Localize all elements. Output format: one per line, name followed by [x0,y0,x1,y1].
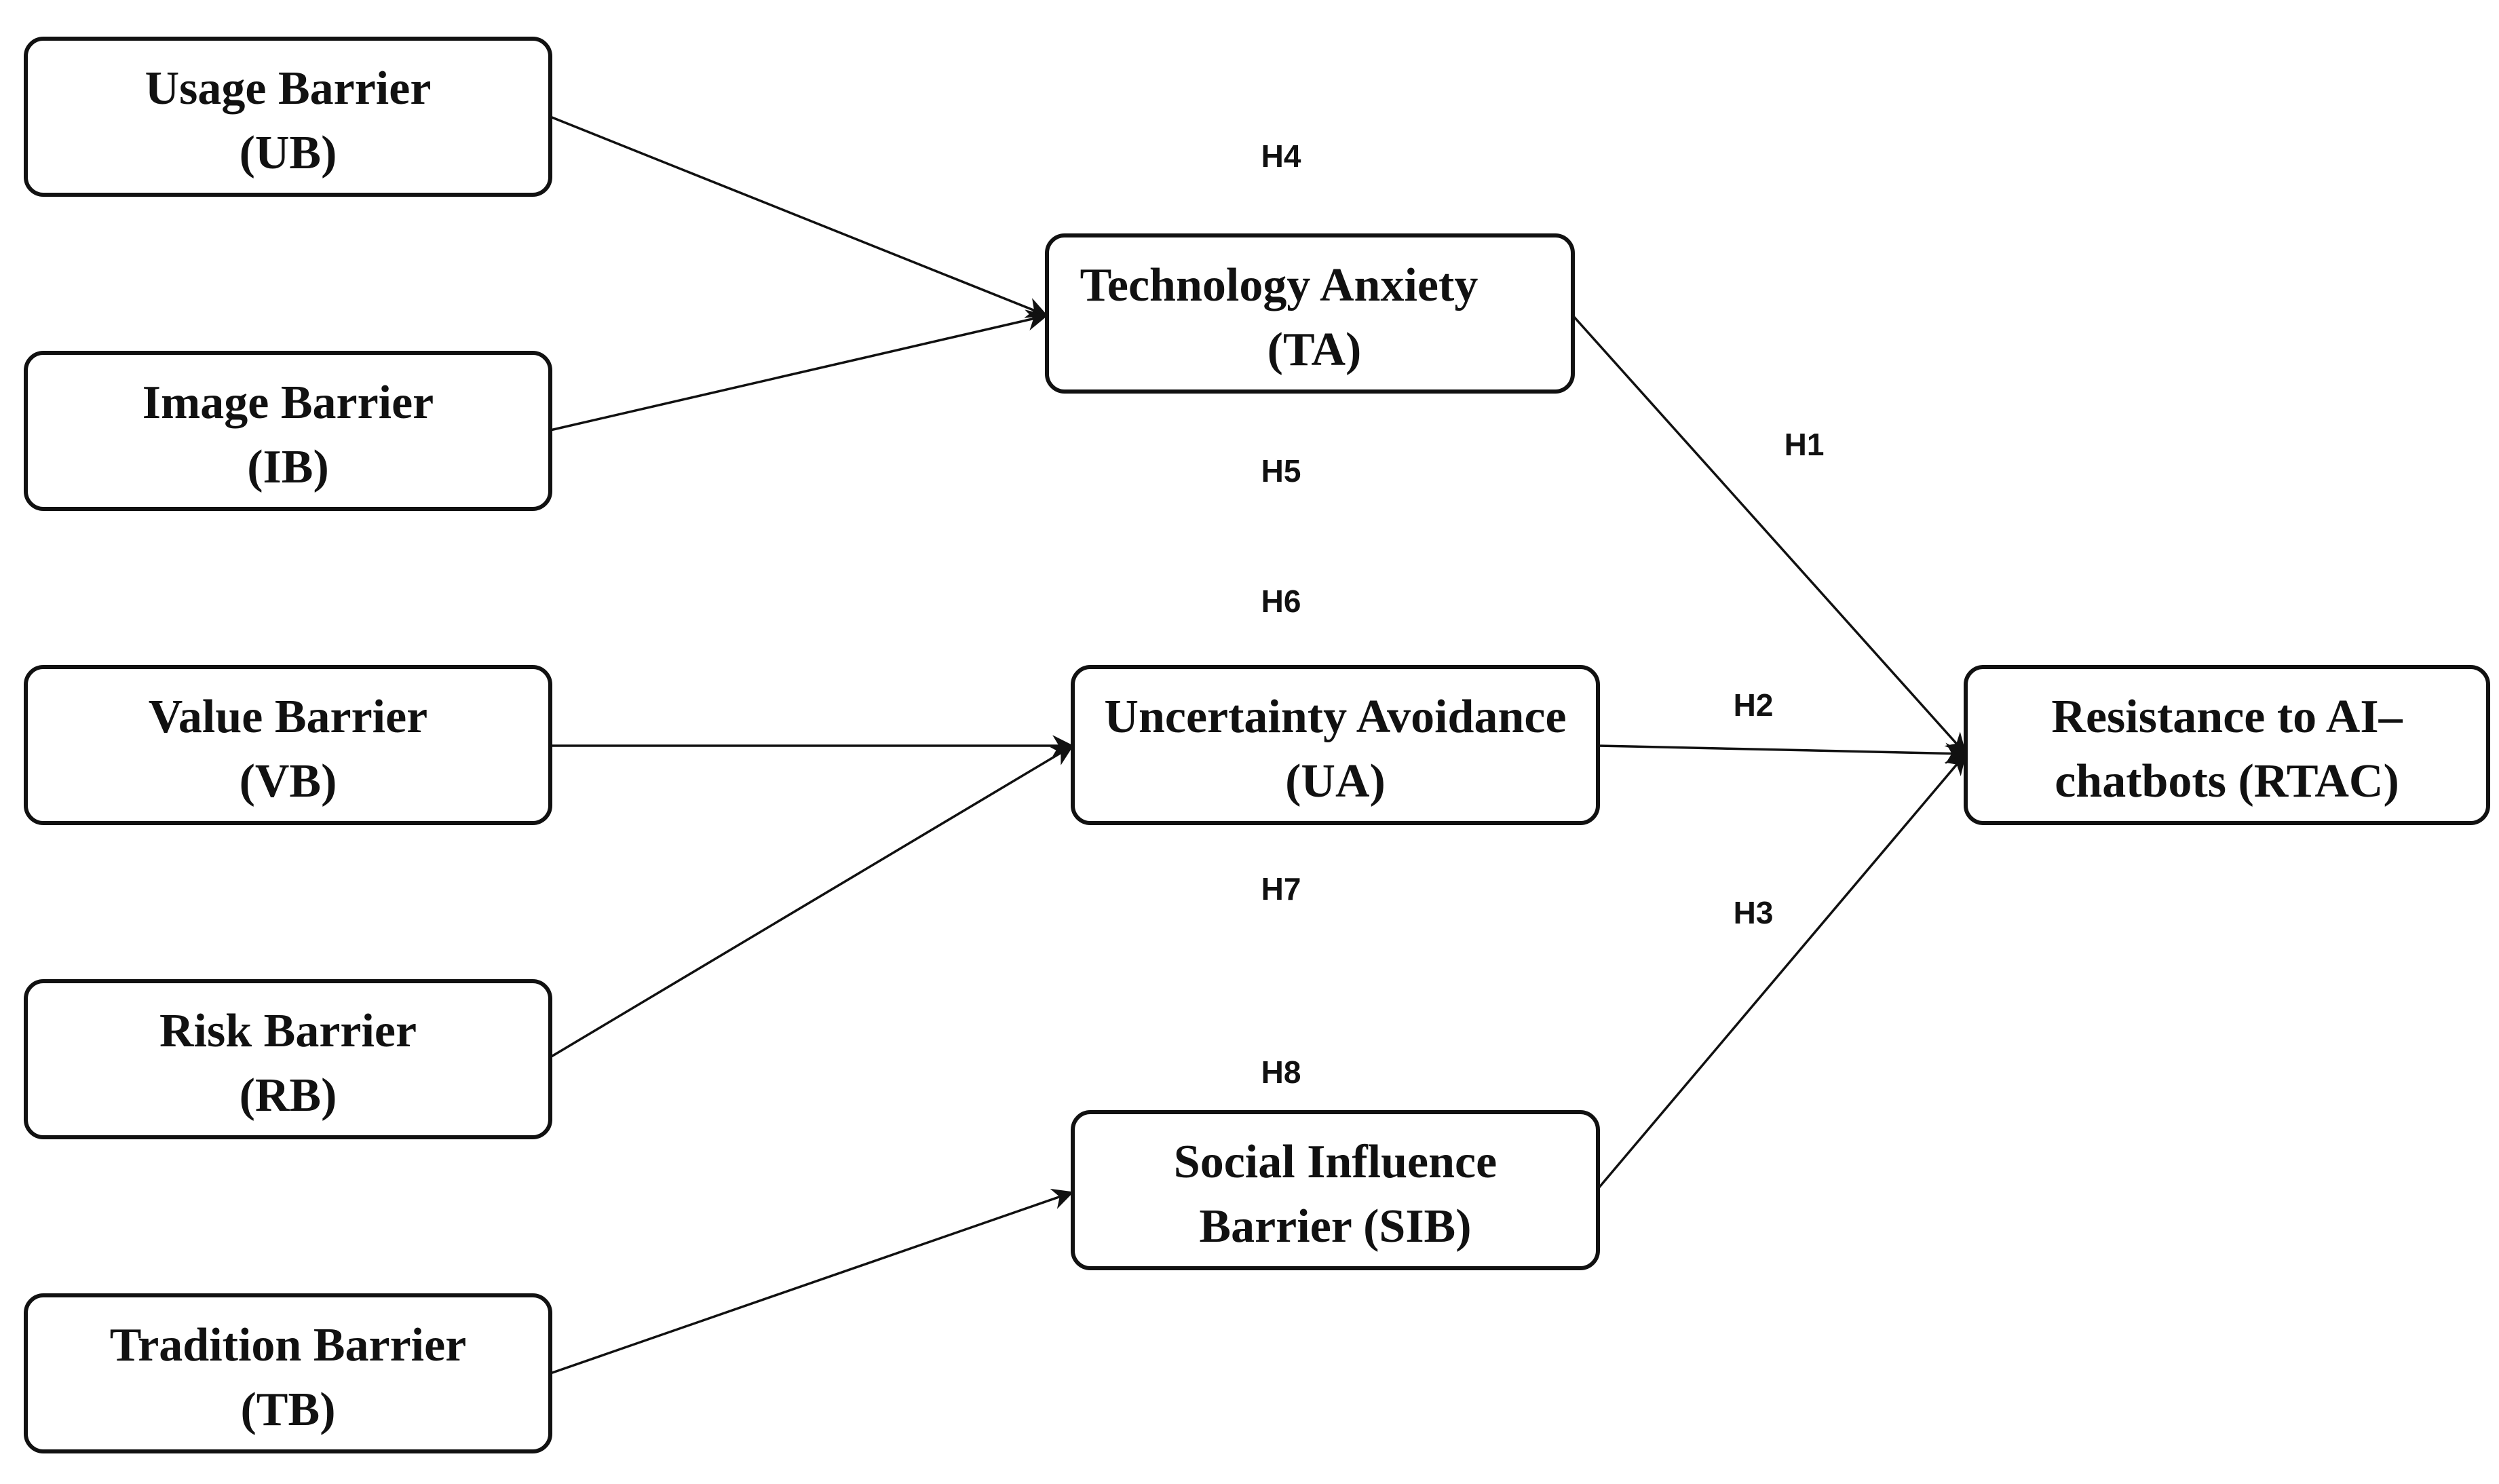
node-uncertainty-avoidance-line1: Uncertainty Avoidance [1104,691,1566,743]
edge-sib-rtac [1597,753,1967,1190]
node-tradition-barrier: Tradition Barrier (TB) [24,1293,552,1453]
hypothesis-label-h6: H6 [1261,584,1301,619]
node-tradition-barrier-line1: Tradition Barrier [110,1319,467,1371]
node-usage-barrier-line2: (UB) [240,127,337,179]
node-resistance-line2: chatbots (RTAC) [2055,755,2399,807]
node-value-barrier-line2: (VB) [240,755,337,807]
node-social-influence-barrier-line2: Barrier (SIB) [1199,1200,1471,1253]
edge-tb-sib [550,1188,1074,1375]
edge-ua-rtac [1597,742,1967,765]
hypothesis-label-h1: H1 [1785,427,1825,462]
node-resistance-line1: Resistance to AI– [2051,691,2403,743]
edge-ib-ta [550,309,1048,432]
hypothesis-label-h2: H2 [1734,687,1774,723]
node-image-barrier-line1: Image Barrier [142,377,434,429]
edge-ta-rtac [1571,314,1967,755]
node-usage-barrier: Usage Barrier (UB) [24,37,552,197]
node-technology-anxiety-line2: (TA) [1267,324,1362,376]
edges [550,115,1967,1375]
node-resistance-to-ai-chatbots: Resistance to AI– chatbots (RTAC) [1964,665,2490,825]
node-image-barrier-line2: (IB) [247,441,329,493]
node-uncertainty-avoidance: Uncertainty Avoidance (UA) [1071,665,1600,825]
hypothesis-labels: H4 H5 H6 H7 H8 H1 H2 H3 [1261,138,1825,1090]
node-image-barrier: Image Barrier (IB) [24,351,552,511]
node-risk-barrier: Risk Barrier (RB) [24,979,552,1139]
node-technology-anxiety: Technology Anxiety (TA) [1045,233,1575,394]
hypothesis-label-h8: H8 [1261,1054,1301,1090]
node-usage-barrier-line1: Usage Barrier [145,62,432,115]
node-value-barrier: Value Barrier (VB) [24,665,552,825]
hypothesis-label-h4: H4 [1261,138,1301,174]
node-social-influence-barrier-line1: Social Influence [1174,1136,1497,1188]
node-social-influence-barrier: Social Influence Barrier (SIB) [1071,1110,1600,1270]
hypothesis-label-h5: H5 [1261,453,1301,489]
node-tradition-barrier-line2: (TB) [241,1384,336,1436]
hypothesis-label-h3: H3 [1734,895,1774,930]
node-risk-barrier-line1: Risk Barrier [159,1005,417,1057]
node-value-barrier-line1: Value Barrier [149,691,428,743]
node-risk-barrier-line2: (RB) [240,1069,337,1122]
edge-ub-ta [550,115,1048,318]
edge-rb-ua [550,744,1074,1059]
node-technology-anxiety-line1: Technology Anxiety [1080,259,1479,311]
hypothesis-label-h7: H7 [1261,871,1301,907]
node-uncertainty-avoidance-line2: (UA) [1285,755,1386,807]
